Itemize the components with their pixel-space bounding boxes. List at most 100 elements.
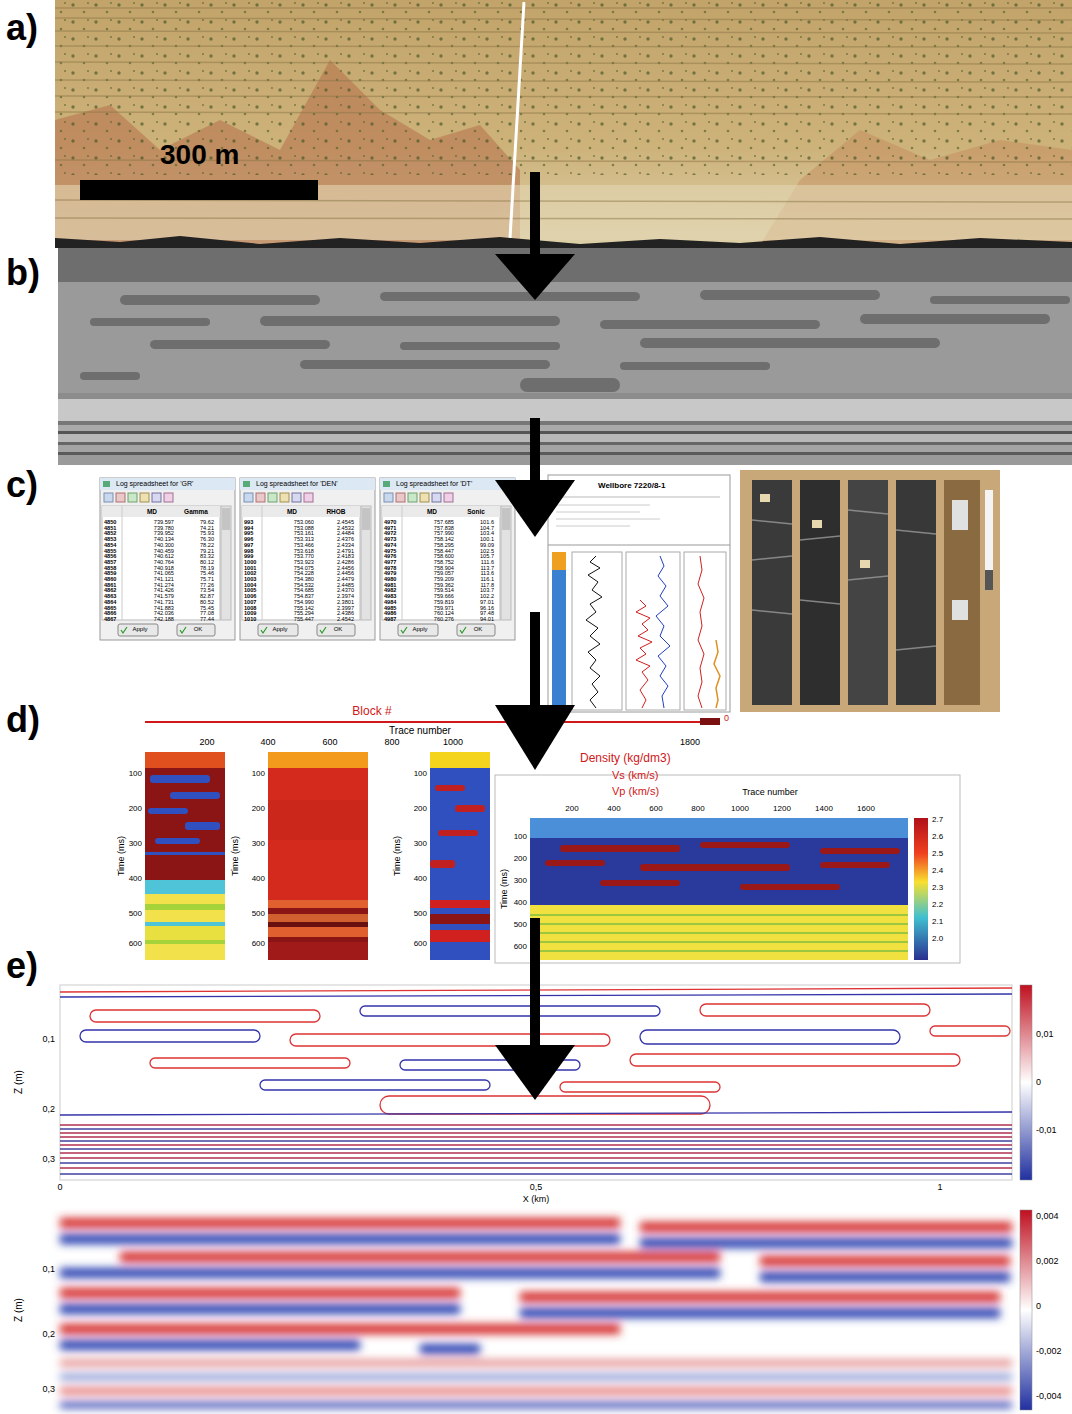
axis-tick: 0,1 xyxy=(42,1265,55,1275)
table-cell: 740.764 xyxy=(154,559,174,565)
core-photo-part xyxy=(752,510,936,650)
button-label: Apply xyxy=(272,626,287,633)
outcrop-photo-part-part xyxy=(55,18,1072,20)
table-cell: 999 xyxy=(244,553,253,559)
table-cell: 741.883 xyxy=(154,605,174,611)
axis-tick: 0,5 xyxy=(530,1183,543,1193)
axis-tick: 100 xyxy=(252,770,265,779)
facies-model xyxy=(58,248,1072,465)
axis-tick: 0,2 xyxy=(42,1105,55,1115)
well-log-panel-part xyxy=(552,552,566,570)
colorbar-tick: 2.4 xyxy=(932,867,943,876)
property-grids-part xyxy=(268,914,368,922)
table-cell: 755.142 xyxy=(294,605,314,611)
table-cell: 1005 xyxy=(244,587,256,593)
property-grids-part-part xyxy=(530,923,908,925)
property-grids-part xyxy=(545,842,900,890)
table-cell: 998 xyxy=(244,548,253,554)
well-log-panel-part xyxy=(586,556,602,708)
axis-tick: 300 xyxy=(252,840,265,849)
synthetic-seismic-part-part xyxy=(60,1388,1012,1394)
button-label: OK xyxy=(334,626,343,633)
table-cell: 759.362 xyxy=(434,582,454,588)
axis-tick: 1000 xyxy=(731,805,749,814)
window-title: Log spreadsheet for 'DT' xyxy=(396,480,472,488)
workflow-arrows-part xyxy=(530,918,540,1048)
table-cell: 1003 xyxy=(244,576,256,582)
table-cell: 1001 xyxy=(244,565,256,571)
table-cell: 739.780 xyxy=(154,525,174,531)
axis-tick: 100 xyxy=(514,833,527,842)
property-grids-part-part xyxy=(438,830,478,836)
table-cell: 102.2 xyxy=(480,593,494,599)
button-label: Apply xyxy=(132,626,147,633)
outcrop-photo-part xyxy=(55,0,1072,175)
table-cell: 754.380 xyxy=(294,576,314,582)
table-cell: 4862 xyxy=(104,587,116,593)
property-grids-part xyxy=(430,752,490,960)
property-grids-part xyxy=(530,905,908,960)
outcrop-photo-part-part xyxy=(55,62,1072,64)
axis-tick: 300 xyxy=(514,877,527,886)
table-cell: 2.4479 xyxy=(337,576,354,582)
axis-tick: 1800 xyxy=(680,738,700,748)
reflectivity-plot-part-part xyxy=(90,1010,320,1022)
reflectivity-plot-part-part xyxy=(60,1128,1012,1130)
core-photo-part-part xyxy=(896,530,936,534)
property-grids-part xyxy=(145,944,225,960)
axis-tick: 400 xyxy=(607,805,620,814)
reflectivity-plot-part-part xyxy=(360,1006,660,1016)
colorbar-tick: 0,01 xyxy=(1036,1030,1054,1040)
outcrop-photo-part-part xyxy=(55,200,1072,202)
table-cell: 2.3801 xyxy=(337,599,354,605)
workflow-arrows-part xyxy=(495,1045,575,1100)
facies-model-part-part xyxy=(120,295,320,305)
table-cell: 4987 xyxy=(384,616,396,622)
table-cell: 759.666 xyxy=(434,593,454,599)
table-cell: 1004 xyxy=(244,582,256,588)
property-title: Vp (km/s) xyxy=(612,785,659,797)
property-grids-part-part xyxy=(530,950,908,952)
core-photo-part-part xyxy=(848,510,888,514)
axis-tick: 1400 xyxy=(815,805,833,814)
core-photo-part xyxy=(752,480,792,705)
facies-model-part xyxy=(58,393,1072,399)
table-cell: 2.4542 xyxy=(337,616,354,622)
table-cell: 96.16 xyxy=(480,605,494,611)
table-cell: 94.01 xyxy=(480,616,494,622)
table-cell: 4972 xyxy=(384,530,396,536)
table-cell: 4851 xyxy=(104,525,116,531)
property-grids-part-part xyxy=(530,941,908,943)
axis-tick: 1 xyxy=(937,1183,942,1193)
property-grids-part xyxy=(145,894,225,904)
property-grids-part-part xyxy=(435,785,465,791)
reflectivity-plot-part-part xyxy=(930,1026,1010,1036)
table-cell: 2.4456 xyxy=(337,565,354,571)
table-cell: 739.952 xyxy=(154,530,174,536)
table-cell: 741.274 xyxy=(154,582,174,588)
well-log-panel-part xyxy=(556,526,630,527)
table-cell: 759.209 xyxy=(434,576,454,582)
table-cell: 75.46 xyxy=(200,570,214,576)
axis-tick: 600 xyxy=(129,940,142,949)
window-title: Log spreadsheet for 'GR' xyxy=(116,480,193,488)
table-cell: 76.30 xyxy=(200,536,214,542)
table-cell: 4985 xyxy=(384,605,396,611)
table-cell: 740.134 xyxy=(154,536,174,542)
log-spreadsheets-part xyxy=(380,478,515,640)
outcrop-photo-part xyxy=(55,8,1072,219)
table-cell: 759.971 xyxy=(434,605,454,611)
property-grids-part-part xyxy=(148,808,188,814)
well-log-panel-part xyxy=(656,556,670,708)
well-log-panel-part xyxy=(684,552,726,710)
property-grids-part xyxy=(914,818,928,960)
property-grids-part xyxy=(145,910,225,922)
colorbar-tick: 2.2 xyxy=(932,901,943,910)
property-grids-part xyxy=(145,775,225,855)
table-cell: 4976 xyxy=(384,553,396,559)
outcrop-photo-part-part xyxy=(55,96,1072,97)
reflectivity-plot-part xyxy=(1020,985,1032,1180)
facies-model-part-part xyxy=(400,342,560,350)
property-grids-part-part xyxy=(560,845,680,852)
